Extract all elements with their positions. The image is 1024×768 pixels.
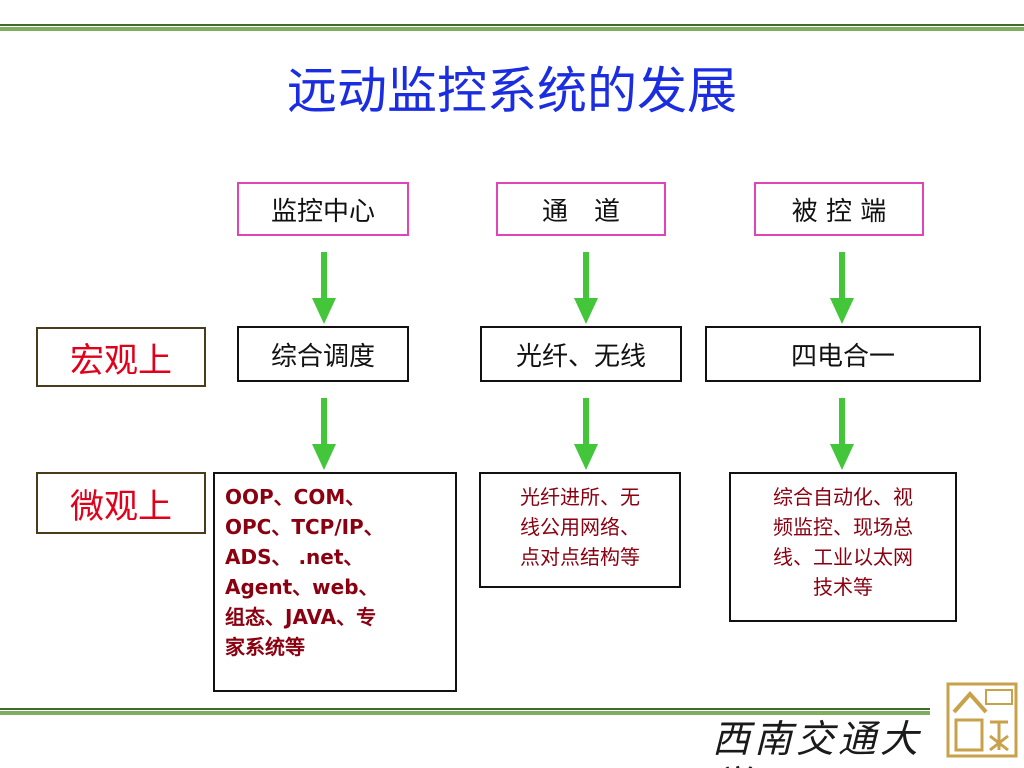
cell-micro-channel: 光纤进所、无 线公用网络、 点对点结构等: [479, 472, 681, 588]
detail-line: 线公用网络、: [520, 515, 640, 539]
cell-macro-dispatch: 综合调度: [237, 326, 409, 382]
detail-line: 频监控、现场总: [773, 515, 913, 539]
label-micro: 微观上: [36, 472, 206, 534]
page-title: 远动监控系统的发展: [287, 62, 737, 120]
detail-line: 光纤进所、无: [520, 485, 640, 509]
cell-macro-end: 四电合一: [705, 326, 981, 382]
university-name: 西南交通大学: [712, 717, 923, 768]
arrow-down-icon: [830, 252, 854, 324]
detail-line: OOP、COM、: [225, 485, 366, 509]
detail-line: 技术等: [813, 575, 873, 599]
arrow-down-icon: [312, 398, 336, 470]
top-divider: [0, 24, 1024, 32]
header-control-center: 监控中心: [237, 182, 409, 236]
detail-line: ADS、 .net、: [225, 545, 364, 569]
arrow-down-icon: [312, 252, 336, 324]
detail-line: 家系统等: [225, 635, 305, 659]
cell-micro-dispatch: OOP、COM、 OPC、TCP/IP、 ADS、 .net、 Agent、we…: [213, 472, 457, 692]
header-channel: 通 道: [496, 182, 666, 236]
cell-macro-channel: 光纤、无线: [480, 326, 682, 382]
arrow-down-icon: [574, 252, 598, 324]
label-macro: 宏观上: [36, 327, 206, 387]
cell-micro-end: 综合自动化、视 频监控、现场总 线、工业以太网 技术等: [729, 472, 957, 622]
university-emblem-icon: [946, 682, 1018, 758]
detail-line: 点对点结构等: [520, 545, 640, 569]
detail-line: 组态、JAVA、专: [225, 605, 377, 629]
bottom-divider: [0, 708, 930, 716]
detail-line: 综合自动化、视: [773, 485, 913, 509]
arrow-down-icon: [574, 398, 598, 470]
header-controlled-end: 被 控 端: [754, 182, 924, 236]
detail-line: 线、工业以太网: [773, 545, 913, 569]
detail-line: OPC、TCP/IP、: [225, 515, 384, 539]
arrow-down-icon: [830, 398, 854, 470]
detail-line: Agent、web、: [225, 575, 379, 599]
